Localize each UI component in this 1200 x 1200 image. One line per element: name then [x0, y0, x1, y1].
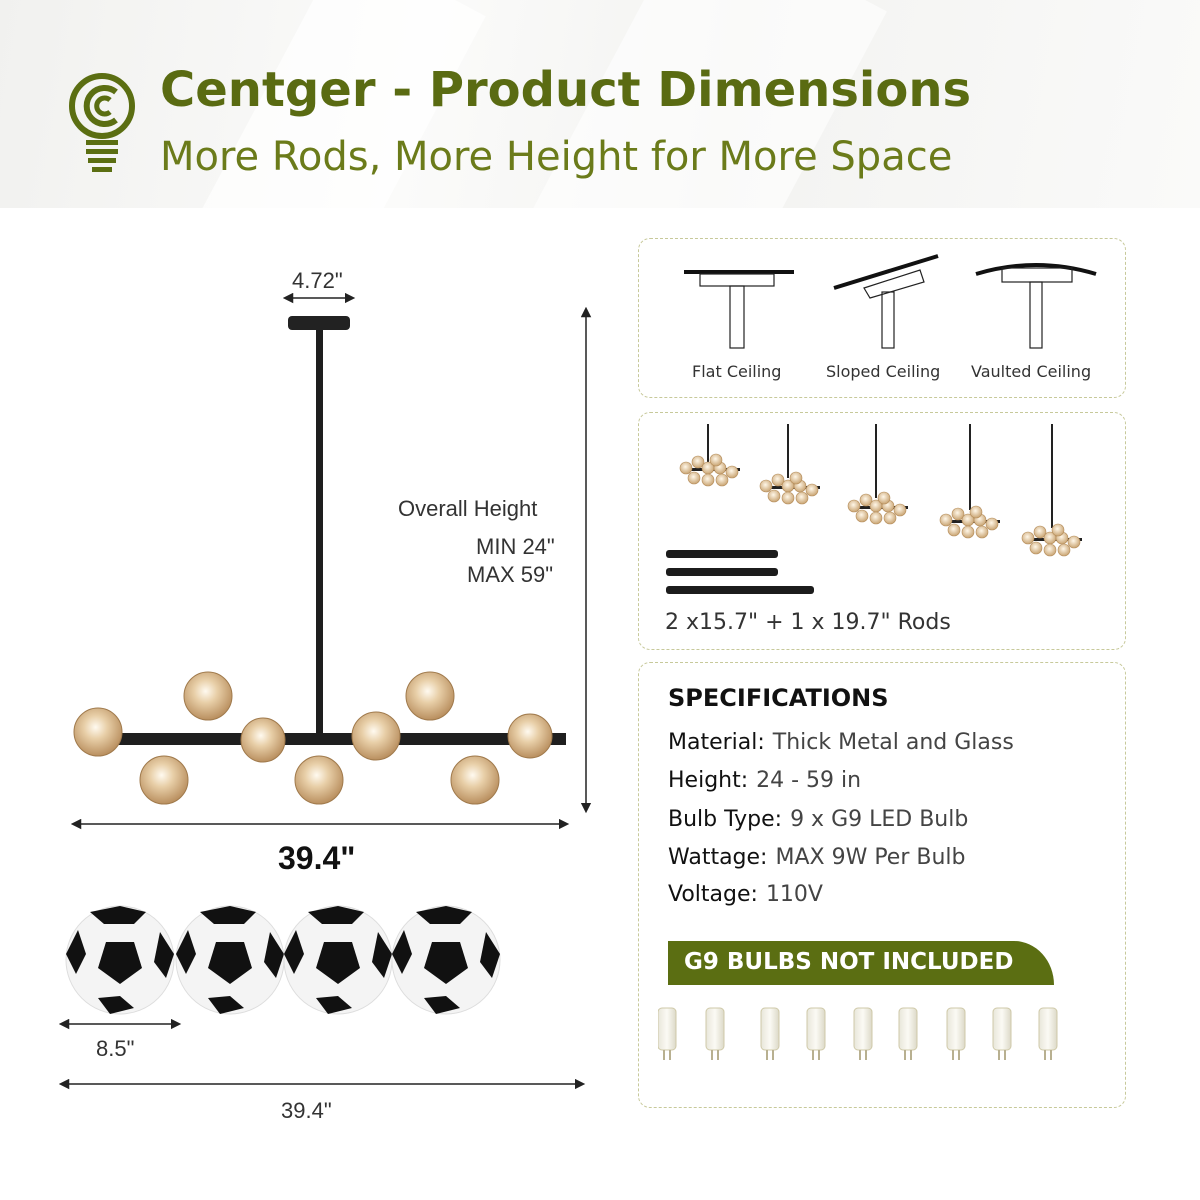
rod-3: [666, 586, 814, 594]
vaulted-ceiling-icon: [975, 263, 1097, 349]
page-subtitle: More Rods, More Height for More Space: [160, 134, 953, 180]
g9-bulbs-row: [658, 1007, 1058, 1060]
rod-2: [666, 568, 778, 576]
g9-bulb-icon: [853, 1007, 873, 1060]
rods-label: 2 x15.7" + 1 x 19.7" Rods: [665, 610, 951, 635]
min-height-label: MIN 24": [476, 534, 555, 559]
chandelier-diagram: [58, 292, 592, 1090]
soccer-balls-row: [65, 905, 501, 1015]
spec-row-height: Height:24 - 59 in: [668, 768, 862, 793]
rod-1: [666, 550, 778, 558]
canopy-width-label: 4.72": [292, 268, 343, 293]
g9-bulb-icon: [1038, 1007, 1058, 1060]
sloped-ceiling-icon: [833, 254, 939, 349]
g9-bulb-icon: [658, 1007, 677, 1060]
ball-diameter-label: 8.5": [96, 1036, 135, 1061]
fixture-length-label: 39.4": [278, 840, 356, 876]
bulbs-not-included-banner: G9 BULBS NOT INCLUDED: [668, 941, 1054, 985]
g9-bulb-icon: [760, 1007, 780, 1060]
g9-bulb-icon: [705, 1007, 725, 1060]
spec-row-material: Material:Thick Metal and Glass: [668, 730, 1014, 755]
g9-bulb-icon: [806, 1007, 826, 1060]
g9-bulb-icon: [946, 1007, 966, 1060]
spec-row-wattage: Wattage:MAX 9W Per Bulb: [668, 845, 966, 870]
rod-heights-illustration: [666, 424, 1082, 594]
flat-ceiling-label: Flat Ceiling: [692, 362, 782, 381]
g9-bulb-icon: [992, 1007, 1012, 1060]
spec-row-voltage: Voltage:110V: [668, 882, 823, 907]
vaulted-ceiling-label: Vaulted Ceiling: [971, 362, 1092, 381]
g9-bulb-icon: [898, 1007, 918, 1060]
header-banner: [0, 0, 1200, 208]
sloped-ceiling-label: Sloped Ceiling: [826, 362, 941, 381]
page-title: Centger - Product Dimensions: [160, 62, 972, 118]
spec-row-bulb-type: Bulb Type:9 x G9 LED Bulb: [668, 807, 969, 832]
total-length-label: 39.4": [281, 1098, 332, 1123]
flat-ceiling-icon: [684, 270, 794, 349]
max-height-label: MAX 59": [467, 562, 554, 587]
bulbs-not-included-text: G9 BULBS NOT INCLUDED: [684, 949, 1014, 975]
amber-globes: [73, 671, 553, 805]
brand-logo-icon: [69, 73, 135, 172]
ceiling-icons: [684, 254, 1097, 349]
specifications-title: SPECIFICATIONS: [668, 684, 889, 712]
overall-height-label: Overall Height: [398, 496, 538, 521]
